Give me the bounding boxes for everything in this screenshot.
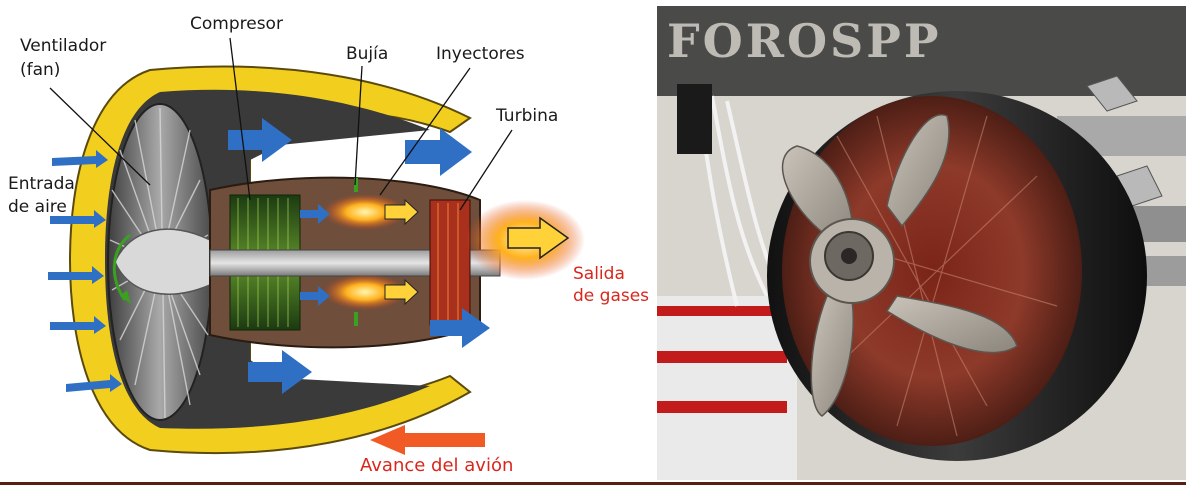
label-turbina: Turbina: [496, 106, 559, 126]
label-entrada: Entrada: [8, 174, 75, 194]
watermark-text: FOROSPP: [667, 14, 942, 68]
turbine-stages: [429, 199, 471, 326]
label-salida: Salida: [573, 264, 625, 284]
engine-cutaway-diagram: Ventilador (fan) Compresor Bujía Inyecto…: [8, 14, 650, 476]
exhaust-arrow: [507, 216, 570, 260]
label-inyectores: Inyectores: [436, 44, 525, 64]
label-de-aire: de aire: [8, 197, 67, 217]
bottom-divider: [0, 482, 1186, 485]
label-bujia: Bujía: [346, 44, 389, 64]
travel-direction-arrow: [370, 425, 485, 455]
engine-illustration: [48, 37, 585, 455]
combustor-top: [323, 194, 407, 230]
damaged-fan-photo: FOROSPP: [657, 6, 1186, 480]
debris-filled-intake: [782, 96, 1082, 446]
label-ventilador: Ventilador: [20, 36, 107, 56]
label-compresor: Compresor: [190, 14, 283, 34]
label-de-gases: de gases: [573, 286, 650, 306]
combustor-bottom: [323, 274, 407, 310]
red-stripe: [657, 306, 787, 316]
label-fan: (fan): [20, 60, 61, 80]
photo-illustration: [657, 6, 1186, 480]
intake-arrows: [48, 150, 122, 392]
red-stripe: [657, 401, 787, 413]
bypass-flow-arrows: [228, 118, 490, 394]
red-stripe: [657, 351, 787, 363]
leader-lines: [49, 37, 513, 211]
fan-blades: [781, 113, 1018, 417]
label-avance-del-avion: Avance del avión: [360, 455, 514, 476]
